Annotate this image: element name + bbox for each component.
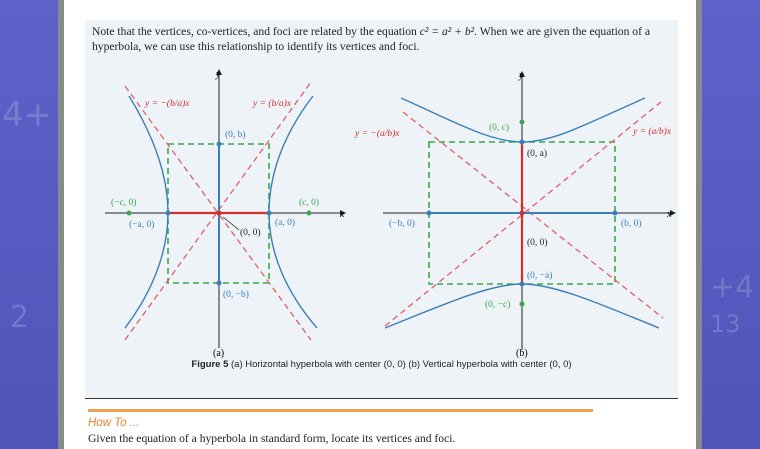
asymptote-label-pos-b: y = (a/b)x <box>632 126 672 137</box>
covertex-left-b <box>426 210 432 216</box>
vertex-left-a <box>165 210 171 216</box>
caption-text: (a) Horizontal hyperbola with center (0,… <box>228 359 572 370</box>
background-left: 4+ 2 <box>0 0 58 449</box>
label-origin-a: (0, 0) <box>240 227 261 238</box>
background-right: +4 13 <box>702 0 760 449</box>
label-neg-a-0: (−a, 0) <box>129 219 154 230</box>
label-a-0: (a, 0) <box>275 217 295 228</box>
label-0-b: (0, b) <box>225 129 246 140</box>
focus-bottom-b <box>519 301 525 307</box>
label-neg-c-0: (−c, 0) <box>111 197 136 208</box>
focus-right-a <box>306 210 312 216</box>
covertex-top-a <box>216 141 222 147</box>
figure-panel <box>85 20 678 399</box>
vertex-bottom-b <box>519 281 525 287</box>
intro-text-2: . When we are given the equation of a hy… <box>92 25 651 53</box>
intro-text-1: Note that the vertices, co-vertices, and… <box>92 25 420 38</box>
asymptote-negative-a <box>124 85 312 341</box>
asymptote-label-neg-b: y = −(a/b)x <box>354 128 400 139</box>
decor-glyph: 4+ <box>2 95 53 135</box>
x-axis-label-b: x <box>666 209 672 220</box>
graph-a: y x y = −(b/a)x y = (b/a)x (0, b) (0, −b… <box>105 69 346 359</box>
label-0-neg-b: (0, −b) <box>223 289 249 300</box>
vertex-right-a <box>266 210 272 216</box>
figure-caption: Figure 5 (a) Horizontal hyperbola with c… <box>85 359 678 370</box>
decor-glyph: 2 <box>10 300 30 335</box>
x-axis-label-a: x <box>339 209 345 220</box>
graph-b: y x y = −(a/b)x y = (a/b)x (0, c) (0, a)… <box>354 70 676 359</box>
branch-left-a <box>124 95 169 329</box>
label-0-neg-c: (0, −c) <box>485 299 510 310</box>
covertex-bottom-a <box>216 280 222 286</box>
howto-heading: How To ... <box>88 417 140 429</box>
label-neg-b-0: (−b, 0) <box>389 218 415 229</box>
caption-figure-number: Figure 5 <box>191 359 229 370</box>
focus-top-b <box>519 119 525 125</box>
origin-pointer-a <box>222 216 240 231</box>
center-a <box>216 210 222 216</box>
asymptote-positive-a <box>124 81 312 341</box>
label-c-0: (c, 0) <box>299 197 319 208</box>
howto-text: Given the equation of a hyperbola in sta… <box>88 432 456 445</box>
intro-equation: c² = a² + b² <box>419 25 475 38</box>
label-origin-b: (0, 0) <box>527 237 548 248</box>
y-axis-label-a: y <box>215 69 221 80</box>
covertex-right-b <box>612 210 618 216</box>
focus-left-a <box>126 210 132 216</box>
decor-glyph: 13 <box>710 310 741 338</box>
decor-glyph: +4 <box>710 270 755 305</box>
center-b <box>519 210 525 216</box>
label-0-c: (0, c) <box>489 122 509 133</box>
label-b-0: (b, 0) <box>621 218 642 229</box>
label-0-a: (0, a) <box>527 148 547 159</box>
intro-paragraph: Note that the vertices, co-vertices, and… <box>92 24 682 54</box>
section-divider <box>88 409 593 412</box>
asymptote-negative-b <box>402 111 664 319</box>
asymptote-label-pos-a: y = (b/a)x <box>252 98 292 109</box>
figure-hyperbolas: y x y = −(b/a)x y = (b/a)x (0, b) (0, −b… <box>105 69 676 359</box>
subfigure-label-a: (a) <box>213 348 224 359</box>
subfigure-label-b: (b) <box>516 348 528 359</box>
label-0-neg-a: (0, −a) <box>527 270 552 281</box>
asymptote-label-neg-a: y = −(b/a)x <box>144 98 190 109</box>
vertex-top-b <box>519 139 525 145</box>
y-axis-label-b: y <box>518 70 524 81</box>
